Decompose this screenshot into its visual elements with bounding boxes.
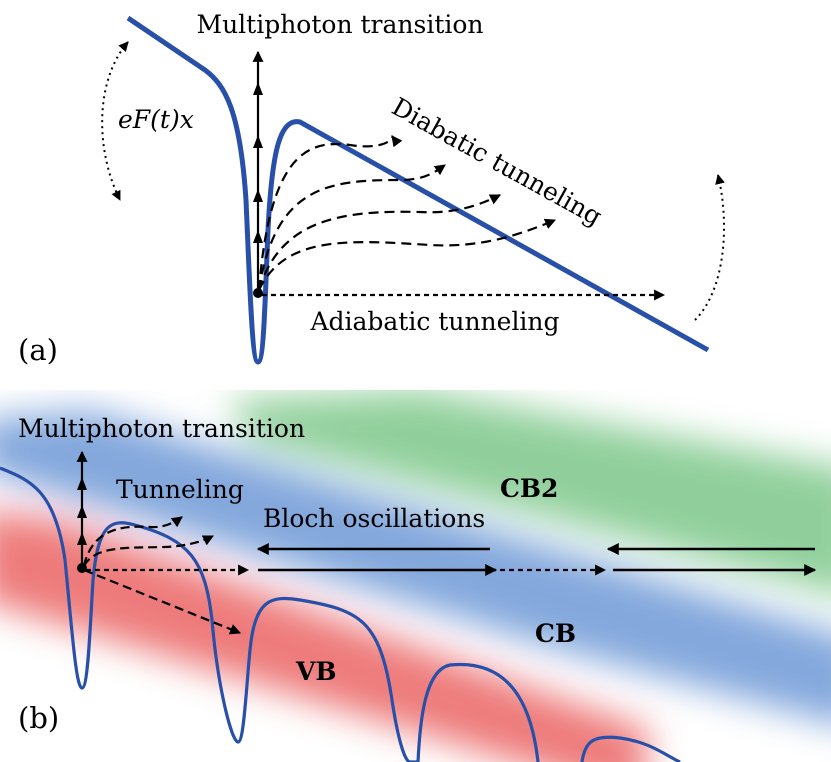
panel-b-label: (b)	[18, 701, 59, 735]
adiabatic-label-a: Adiabatic tunneling	[309, 307, 559, 336]
tunneling-arrows-b	[82, 516, 242, 635]
band-cb2-shade	[230, 390, 831, 593]
panel-a: Multiphoton transition eF(t)x Diabatic t…	[18, 10, 726, 367]
band-vb-shade	[0, 512, 650, 762]
bloch-arrows-1	[256, 543, 498, 576]
band-cb-label: CB	[535, 619, 576, 648]
multiphoton-label-a: Multiphoton transition	[196, 10, 483, 39]
diabatic-label-a: Diabatic tunneling	[387, 92, 607, 231]
field-arrow-right-a	[694, 174, 726, 321]
bloch-label-b: Bloch oscillations	[263, 504, 485, 533]
field-arrow-left-a	[101, 41, 129, 201]
panel-b: Multiphoton transition Tunneling Bloch o…	[0, 390, 831, 762]
potential-curve-b	[0, 466, 681, 762]
multiphoton-label-b: Multiphoton transition	[18, 414, 305, 443]
field-label-a: eF(t)x	[118, 105, 194, 134]
band-vb-label: VB	[295, 657, 337, 686]
multiphoton-step-heads-b	[77, 477, 87, 545]
multiphoton-step-heads-a	[253, 82, 263, 243]
panel-a-label: (a)	[18, 333, 58, 367]
bloch-arrows-2	[606, 543, 817, 576]
band-cb2-label: CB2	[500, 474, 558, 503]
band-cb-shade	[0, 410, 831, 723]
band-shading	[0, 390, 831, 762]
tunneling-label-b: Tunneling	[116, 475, 244, 504]
potential-curve-a	[126, 15, 710, 365]
diabatic-arrows-a	[257, 135, 557, 291]
